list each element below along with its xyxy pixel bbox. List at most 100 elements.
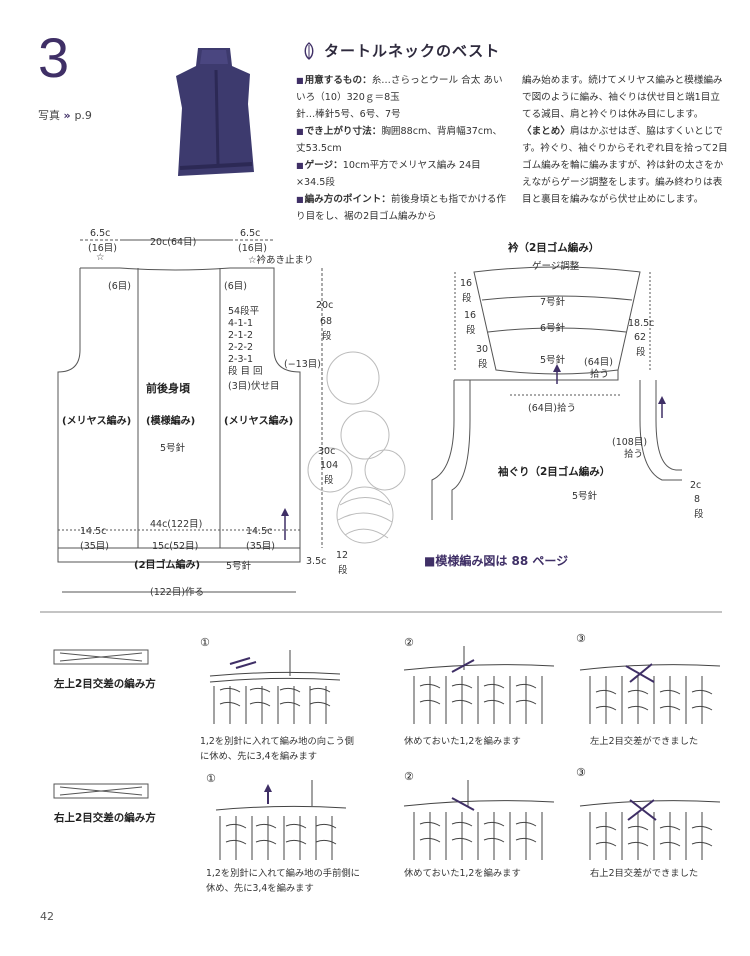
instructions-column-2: 編み始めます。続けてメリヤス編みと模様編みで図のように編み、袖ぐりは伏せ目と端1… <box>522 72 728 208</box>
t1-step3-num: ③ <box>576 632 586 645</box>
t1-step1-num: ① <box>200 636 210 649</box>
pick64a: (64目) <box>584 357 614 368</box>
gauge-label: ゲージ： <box>304 160 343 171</box>
h68b: 段 <box>322 331 332 342</box>
pick108: (108目) <box>612 437 648 448</box>
center-stitch: (模様編み) <box>146 416 196 427</box>
h185: 18.5c <box>628 318 655 329</box>
left-stitch: (メリヤス編み) <box>62 416 132 427</box>
pick64b: (64目)拾う <box>528 403 577 414</box>
h35c: 3.5c <box>306 556 327 567</box>
w2c: 2c <box>690 480 702 491</box>
r16a2: 段 <box>462 293 472 304</box>
photo-page: p.9 <box>74 109 92 122</box>
h104b: 段 <box>324 475 334 486</box>
collar-needle7: 7号針 <box>540 297 566 308</box>
w35left: (35目) <box>80 541 110 552</box>
rows-line-6: 段 目 回 <box>228 366 263 377</box>
w14right: 14.5c <box>246 526 273 537</box>
t1-step2-illustration <box>403 646 555 724</box>
rows-line-2: 4-1-1 <box>228 318 253 329</box>
pattern-title: タートルネックのベスト <box>324 42 501 60</box>
r30: 30 <box>476 344 489 355</box>
h68: 68 <box>320 316 333 327</box>
six-right: (6目) <box>224 281 247 292</box>
rib-label: (2目ゴム編み) <box>134 560 201 571</box>
technique-2-title: 右上2目交差の編み方 <box>54 812 156 824</box>
bind-off-label: (3目)伏せ目 <box>228 381 280 392</box>
leaf-icon <box>304 41 314 60</box>
h62: 62 <box>634 332 647 343</box>
pattern-reference: ■模様編み図は 88 ページ <box>424 554 569 568</box>
w44c: 44c(122目) <box>150 519 203 530</box>
points-text: 前後身頃とも指でかける作り目をし、裾の2目ゴム編みから <box>296 194 507 222</box>
t2-step3-illustration <box>579 799 721 860</box>
pick108b: 拾う <box>624 449 644 460</box>
h104: 104 <box>320 460 339 471</box>
vest-photo <box>176 48 254 176</box>
row-decrease-table: 54段平 4-1-1 2-1-2 2-2-2 2-3-1 段 目 回 <box>228 306 263 378</box>
t2-step3-caption: 右上2目交差ができました <box>590 868 699 879</box>
r8b: 段 <box>694 509 704 520</box>
needles-text: 針…棒針5号、6号、7号 <box>296 109 401 120</box>
rows-line-4: 2-2-2 <box>228 342 253 353</box>
instructions-column-1: 用意するもの：糸…さらっとウール 合太 あいいろ（10）320ｇ＝8玉 針…棒針… <box>296 72 508 225</box>
t1-step1-illustration <box>209 650 341 724</box>
r16b: 16 <box>464 310 477 321</box>
h30c: 30c <box>318 446 336 457</box>
armhole-needle: 5号針 <box>572 491 598 502</box>
rows-line-1: 54段平 <box>228 306 260 317</box>
col2-text2: 肩はかぶせはぎ、脇はすくいとじです。衿ぐり、袖ぐりからそれぞれ目を拾って2目ゴム… <box>522 126 728 205</box>
photo-reference: 写真 » p.9 <box>38 109 92 122</box>
h62b: 段 <box>636 347 646 358</box>
left-cross-symbol <box>53 649 149 665</box>
top-left-cm: 6.5c <box>90 228 111 239</box>
size-label: でき上がり寸法： <box>304 126 382 137</box>
t1-step1-caption: 1,2を別針に入れて編み地の向こう側に休め、先に3,4を編みます <box>200 736 354 762</box>
w35right: (35目) <box>246 541 276 552</box>
r30b: 段 <box>478 359 488 370</box>
top-center: 20c(64目) <box>150 237 197 248</box>
t2-step1-caption: 1,2を別針に入れて編み地の手前側に休め、先に3,4を編みます <box>206 868 360 894</box>
top-right-st: (16目) <box>238 243 268 254</box>
r16a: 16 <box>460 278 473 289</box>
pattern-number: 3 <box>38 26 70 89</box>
materials-text: 糸…さらっとウール 合太 あいいろ（10）320ｇ＝8玉 <box>296 75 503 103</box>
size-text: 胸囲88cm、背肩幅37cm、丈53.5cm <box>296 126 503 154</box>
t2-step1-illustration <box>215 780 347 860</box>
points-label: 編み方のポイント： <box>304 194 391 205</box>
t2-step2-caption: 休めておいた1,2を編みます <box>404 868 521 879</box>
armhole-title: 袖ぐり（2目ゴム編み） <box>498 466 611 478</box>
top-right-cm: 6.5c <box>240 228 261 239</box>
body-needle: 5号針 <box>160 443 186 454</box>
six-left: (6目) <box>108 281 131 292</box>
t1-step2-num: ② <box>404 636 414 649</box>
col2-text1: 編み始めます。続けてメリヤス編みと模様編みで図のように編み、袖ぐりは伏せ目と端1… <box>522 75 723 120</box>
gauge-text: 10cm平方でメリヤス編み 24目×34.5段 <box>296 160 481 188</box>
technique-1-title: 左上2目交差の編み方 <box>54 678 156 690</box>
t2-step2-illustration <box>403 780 555 860</box>
collar-needle5: 5号針 <box>540 355 566 366</box>
collar-title: 衿（2目ゴム編み） <box>508 242 600 254</box>
h12b: 段 <box>338 565 348 576</box>
cast-on: (122目)作る <box>150 587 205 598</box>
t1-step3-illustration <box>579 663 721 724</box>
minus13-label: (−13目) <box>284 359 321 370</box>
h20c: 20c <box>316 300 334 311</box>
gauge-adjust: ゲージ調整 <box>532 261 580 272</box>
right-stitch: (メリヤス編み) <box>224 416 294 427</box>
rows-line-3: 2-1-2 <box>228 330 253 341</box>
collar-needle6: 6号針 <box>540 323 566 334</box>
t2-step3-num: ③ <box>576 766 586 779</box>
h12: 12 <box>336 550 349 561</box>
r16b2: 段 <box>466 325 476 336</box>
photo-label: 写真 <box>38 109 60 122</box>
title-row: タートルネックのベスト <box>300 40 500 61</box>
page-number: 42 <box>40 910 54 923</box>
star-left: ☆ <box>96 252 105 263</box>
w15c: 15c(52目) <box>152 541 199 552</box>
pick64a2: 拾う <box>590 369 610 380</box>
matome-label: 〈まとめ〉 <box>522 126 570 137</box>
t1-step2-caption: 休めておいた1,2を編みます <box>404 736 521 747</box>
